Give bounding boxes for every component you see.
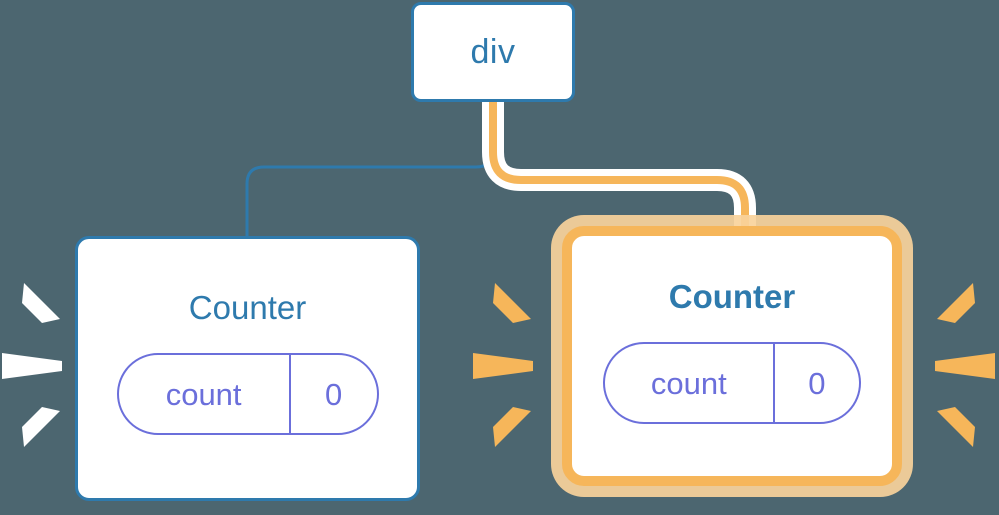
state-key-right: count — [605, 344, 775, 422]
state-value-left: 0 — [325, 376, 343, 412]
state-key-left: count — [119, 355, 291, 433]
node-div[interactable]: div — [411, 2, 575, 102]
node-counter-left-label: Counter — [188, 289, 307, 326]
node-counter-left[interactable]: Counter count 0 — [75, 236, 420, 501]
edge-div-to-counter-right-halo — [482, 102, 756, 240]
state-value-right: 0 — [808, 365, 826, 401]
edge-div-to-counter-right — [489, 102, 749, 240]
edge-div-to-counter-left — [245, 100, 495, 240]
state-pill-left: count 0 — [116, 353, 379, 435]
state-pill-right: count 0 — [603, 342, 861, 424]
node-div-label: div — [470, 33, 516, 71]
node-counter-right[interactable]: Counter count 0 — [562, 226, 902, 486]
node-counter-right-label: Counter — [668, 278, 796, 315]
